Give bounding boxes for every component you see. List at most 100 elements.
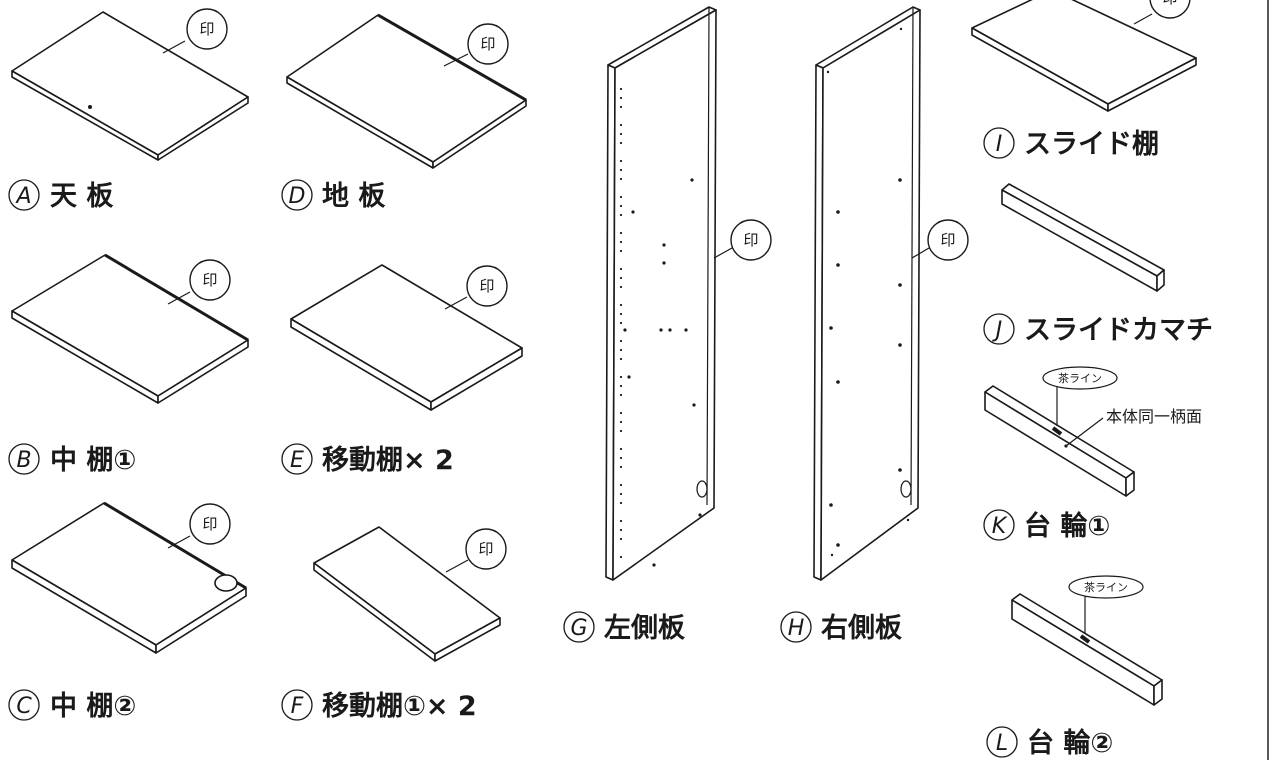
- part-j-label: J スライドカマチ: [983, 313, 1213, 346]
- part-i-panel: [971, 0, 1197, 112]
- part-b-label: B 中 棚①: [8, 443, 136, 476]
- part-e-panel: [290, 264, 523, 411]
- hole: [619, 312, 623, 316]
- part-a-label: A 天 板: [8, 179, 113, 212]
- hole: [631, 210, 635, 214]
- hole: [619, 528, 623, 532]
- hole: [898, 178, 902, 182]
- part-f-mark: 印: [445, 528, 507, 573]
- part-f-label: F 移動棚①× 2: [281, 689, 477, 722]
- hole: [619, 249, 623, 253]
- part-h-panel: [813, 6, 921, 581]
- hole: [623, 328, 627, 332]
- svg-text:印: 印: [480, 35, 495, 53]
- hole: [619, 231, 623, 235]
- svg-text:E: E: [290, 448, 304, 473]
- part-j-panel: [1001, 183, 1165, 292]
- hole: [652, 563, 656, 567]
- part-h-label: H 右側板: [780, 611, 902, 644]
- svg-text:L: L: [996, 731, 1008, 756]
- svg-text:印: 印: [478, 540, 493, 558]
- part-g-mark: 印: [713, 219, 772, 261]
- svg-text:左側板: 左側板: [604, 613, 685, 644]
- hole: [898, 343, 902, 347]
- svg-text:スライド棚: スライド棚: [1024, 129, 1159, 160]
- mark-label: 印: [199, 20, 214, 38]
- svg-text:台 輪②: 台 輪②: [1027, 727, 1113, 759]
- svg-text:右側板: 右側板: [821, 613, 902, 644]
- svg-text:印: 印: [940, 231, 955, 249]
- hole: [619, 267, 623, 271]
- hole: [698, 513, 702, 517]
- hole: [619, 357, 623, 361]
- hole: [619, 87, 623, 91]
- part-f-panel: [313, 526, 501, 662]
- hole: [619, 420, 623, 424]
- hole: [619, 285, 623, 289]
- hole: [659, 328, 663, 332]
- hole: [829, 326, 833, 330]
- svg-text:印: 印: [479, 277, 494, 295]
- hole: [619, 240, 623, 244]
- hole: [619, 195, 623, 199]
- svg-text:B: B: [16, 448, 31, 473]
- hole: [619, 276, 623, 280]
- part-c-panel: [11, 501, 247, 654]
- svg-text:J: J: [992, 318, 1003, 343]
- part-h-holes: [826, 27, 910, 557]
- svg-text:移動棚× 2: 移動棚× 2: [322, 445, 454, 476]
- part-b-panel: [11, 253, 249, 404]
- part-letter: A: [14, 184, 31, 209]
- hole: [627, 375, 631, 379]
- hole: [619, 141, 623, 145]
- svg-text:地 板: 地 板: [322, 181, 385, 212]
- hole: [836, 263, 840, 267]
- svg-text:移動棚①× 2: 移動棚①× 2: [322, 691, 477, 722]
- part-name: 天 板: [50, 181, 113, 212]
- part-k-label: K 台 輪①: [983, 509, 1110, 542]
- hole: [619, 375, 623, 379]
- part-l-label: L 台 輪②: [986, 726, 1113, 759]
- part-d-panel: [286, 13, 527, 169]
- brown-line-label: 茶ライン: [1058, 372, 1102, 385]
- svg-text:印: 印: [1162, 0, 1177, 7]
- hole: [906, 518, 910, 522]
- part-d-label: D 地 板: [281, 179, 385, 212]
- hole: [619, 303, 623, 307]
- part-e-label: E 移動棚× 2: [281, 443, 454, 476]
- hole: [830, 553, 834, 557]
- svg-text:印: 印: [202, 515, 217, 533]
- hole: [619, 177, 623, 181]
- hole: [684, 328, 688, 332]
- hole: [836, 380, 840, 384]
- hole: [619, 465, 623, 469]
- part-d-mark: 印: [443, 23, 509, 67]
- hole: [619, 105, 623, 109]
- hole: [619, 204, 623, 208]
- svg-text:F: F: [291, 694, 304, 719]
- svg-text:印: 印: [202, 271, 217, 289]
- part-i-label: I スライド棚: [983, 127, 1159, 160]
- part-g-label: G 左側板: [563, 611, 685, 644]
- svg-text:スライドカマチ: スライドカマチ: [1024, 315, 1213, 346]
- svg-text:K: K: [992, 514, 1008, 539]
- hole: [619, 483, 623, 487]
- hole: [619, 456, 623, 460]
- hole: [898, 283, 902, 287]
- hole: [668, 328, 672, 332]
- svg-text:D: D: [289, 184, 306, 209]
- hole: [662, 261, 666, 265]
- hole: [829, 503, 833, 507]
- hole: [619, 159, 623, 163]
- part-a-panel: [11, 11, 249, 161]
- hole: [619, 393, 623, 397]
- hole: [662, 243, 666, 247]
- hole: [619, 132, 623, 136]
- part-g-panel: [605, 6, 717, 581]
- hole: [619, 123, 623, 127]
- hole: [619, 339, 623, 343]
- hole: [619, 519, 623, 523]
- hole: [690, 178, 694, 182]
- svg-text:台 輪①: 台 輪①: [1024, 510, 1110, 542]
